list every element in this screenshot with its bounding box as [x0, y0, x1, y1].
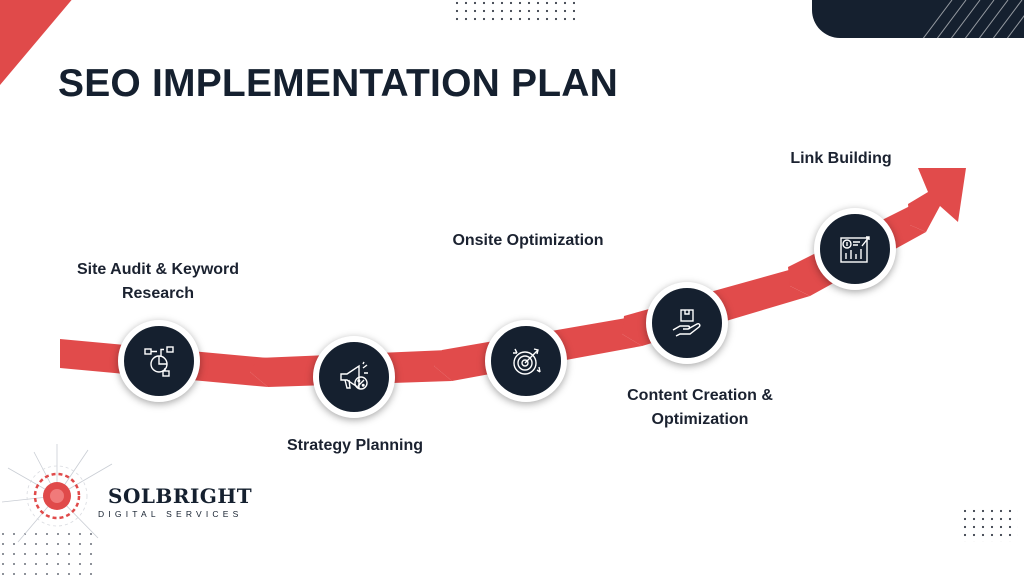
step-label-line: Strategy Planning — [286, 437, 424, 454]
solbright-logo-mark — [1, 444, 113, 543]
step-node-site-audit — [118, 320, 200, 402]
step-label-strategy-planning: Strategy Planning — [270, 434, 440, 458]
corner-navy-accent — [812, 0, 1024, 38]
step-label-line: Research — [121, 285, 195, 302]
step-label-line: Link Building — [790, 150, 892, 167]
step-label-line: Onsite Optimization — [452, 232, 604, 249]
target-arrows-icon — [513, 348, 541, 375]
megaphone-percent-icon — [340, 361, 368, 390]
step-node-content-creation — [646, 282, 728, 364]
step-label-site-audit: Site Audit & Keyword Research — [58, 258, 258, 306]
step-node-onsite-optimization — [485, 320, 567, 402]
step-label-content-creation: Content Creation & Optimization — [602, 384, 798, 432]
dot-grid-bottom-left — [0, 530, 100, 576]
step-node-strategy-planning — [313, 336, 395, 418]
step-label-onsite-optimization: Onsite Optimization — [428, 229, 628, 253]
logo-name: SOLBRIGHT — [108, 484, 253, 508]
analytics-board-icon — [840, 236, 870, 263]
dot-grid-top — [455, 0, 575, 24]
pie-chart-flow-icon — [144, 346, 174, 377]
step-node-link-building — [814, 208, 896, 290]
hand-box-icon — [672, 309, 701, 337]
step-label-line: Optimization — [651, 411, 749, 428]
logo-tagline: DIGITAL SERVICES — [98, 509, 243, 519]
page-title: SEO IMPLEMENTATION PLAN — [58, 62, 618, 105]
step-label-line: Site Audit & Keyword — [76, 261, 240, 278]
step-label-link-building: Link Building — [770, 147, 912, 171]
dot-grid-bottom-right — [962, 508, 1018, 542]
step-label-line: Content Creation & — [627, 387, 773, 404]
